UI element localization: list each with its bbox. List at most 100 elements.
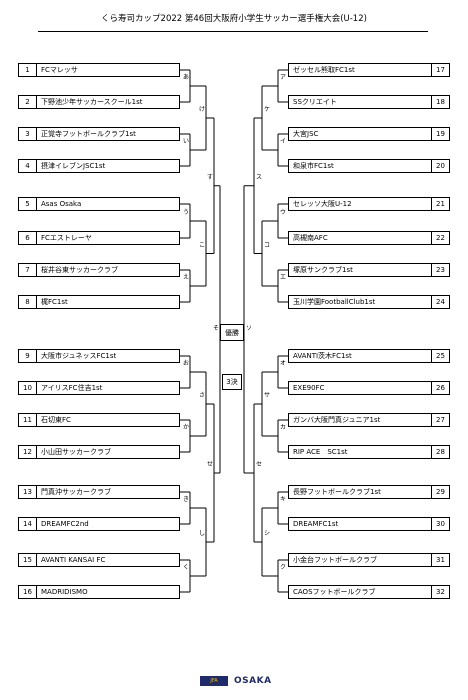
match-label: サ bbox=[264, 392, 271, 399]
team-number: 12 bbox=[19, 446, 37, 458]
osaka-logo: OSAKA bbox=[234, 676, 272, 686]
team-number: 26 bbox=[431, 382, 449, 394]
match-label: ソ bbox=[246, 325, 253, 333]
team-number: 22 bbox=[431, 232, 449, 244]
team-row: 13 門真沖サッカークラブ bbox=[18, 485, 180, 499]
team-name: RIP ACE SC1st bbox=[293, 448, 348, 456]
team-name: 和泉市FC1st bbox=[293, 162, 334, 170]
team-number: 21 bbox=[431, 198, 449, 210]
team-number: 19 bbox=[431, 128, 449, 140]
team-number: 2 bbox=[19, 96, 37, 108]
third-place-label: 3決 bbox=[226, 378, 238, 386]
team-row: 20 和泉市FC1st bbox=[288, 159, 450, 173]
team-name: セレッソ大阪U-12 bbox=[293, 200, 352, 208]
team-row: 3 正覚寺フットボールクラブ1st bbox=[18, 127, 180, 141]
team-name: 門真沖サッカークラブ bbox=[41, 488, 111, 496]
team-name: 長野フットボールクラブ1st bbox=[293, 488, 381, 496]
match-label: ス bbox=[256, 173, 263, 181]
match-label: え bbox=[183, 274, 190, 281]
team-row: 8 梶FC1st bbox=[18, 295, 180, 309]
match-label: オ bbox=[280, 360, 287, 367]
team-number: 8 bbox=[19, 296, 37, 308]
match-label: そ bbox=[213, 325, 220, 333]
team-name: 正覚寺フットボールクラブ1st bbox=[41, 130, 136, 138]
match-label: け bbox=[199, 106, 206, 113]
team-number: 3 bbox=[19, 128, 37, 140]
team-number: 31 bbox=[431, 554, 449, 566]
match-label: ケ bbox=[264, 106, 271, 113]
team-number: 15 bbox=[19, 554, 37, 566]
team-name: 摂津イレブンJSC1st bbox=[41, 162, 106, 170]
team-name: 梶FC1st bbox=[41, 298, 68, 306]
match-label: カ bbox=[280, 424, 287, 431]
title-divider bbox=[38, 31, 428, 32]
team-name: アイリスFC住吉1st bbox=[41, 384, 103, 392]
match-label: お bbox=[183, 360, 190, 367]
match-label: か bbox=[183, 424, 190, 431]
team-name: 大阪市ジュネッスFC1st bbox=[41, 352, 117, 360]
team-name: 下野池少年サッカースクール1st bbox=[41, 98, 143, 106]
team-name: AVANTI茨木FC1st bbox=[293, 352, 352, 360]
match-label: コ bbox=[264, 241, 271, 249]
team-number: 27 bbox=[431, 414, 449, 426]
team-name: ガンバ大阪門真ジュニア1st bbox=[293, 416, 381, 424]
team-number: 29 bbox=[431, 486, 449, 498]
match-label: キ bbox=[280, 496, 287, 503]
team-name: DREAMFC2nd bbox=[41, 520, 89, 528]
team-number: 23 bbox=[431, 264, 449, 276]
match-label: し bbox=[199, 530, 206, 537]
match-label: イ bbox=[280, 138, 287, 145]
team-row: 12 小山田サッカークラブ bbox=[18, 445, 180, 459]
match-label: す bbox=[207, 173, 214, 181]
team-number: 7 bbox=[19, 264, 37, 276]
team-name: 高槻南AFC bbox=[293, 234, 328, 242]
jfa-logo-text: JFA bbox=[210, 678, 218, 684]
match-label: い bbox=[183, 138, 190, 145]
match-label: さ bbox=[199, 392, 206, 399]
team-name: 桜井谷東サッカークラブ bbox=[41, 266, 118, 274]
team-row: 25 AVANTI茨木FC1st bbox=[288, 349, 450, 363]
team-row: 9 大阪市ジュネッスFC1st bbox=[18, 349, 180, 363]
team-row: 22 高槻南AFC bbox=[288, 231, 450, 245]
team-number: 16 bbox=[19, 586, 37, 598]
team-number: 17 bbox=[431, 64, 449, 76]
match-label: く bbox=[183, 564, 190, 571]
final-label: 優勝 bbox=[225, 328, 239, 337]
team-number: 20 bbox=[431, 160, 449, 172]
team-number: 25 bbox=[431, 350, 449, 362]
team-name: MADRIDISMO bbox=[41, 588, 88, 596]
team-row: 24 玉川学園FootballClub1st bbox=[288, 295, 450, 309]
team-row: 21 セレッソ大阪U-12 bbox=[288, 197, 450, 211]
team-name: CAOSフットボールクラブ bbox=[293, 588, 376, 596]
match-label: エ bbox=[280, 274, 287, 281]
match-label: う bbox=[183, 209, 190, 216]
team-name: 玉川学園FootballClub1st bbox=[293, 298, 376, 306]
team-name: EXE90FC bbox=[293, 384, 325, 392]
team-number: 5 bbox=[19, 198, 37, 210]
team-number: 14 bbox=[19, 518, 37, 530]
team-row: 31 小金台フットボールクラブ bbox=[288, 553, 450, 567]
team-row: 2 下野池少年サッカースクール1st bbox=[18, 95, 180, 109]
team-number: 24 bbox=[431, 296, 449, 308]
team-row: 29 長野フットボールクラブ1st bbox=[288, 485, 450, 499]
team-number: 6 bbox=[19, 232, 37, 244]
match-label: シ bbox=[264, 530, 271, 537]
team-name: FCマレッサ bbox=[41, 66, 78, 74]
team-number: 9 bbox=[19, 350, 37, 362]
team-name: 小金台フットボールクラブ bbox=[293, 556, 377, 564]
team-number: 13 bbox=[19, 486, 37, 498]
team-number: 32 bbox=[431, 586, 449, 598]
match-label: ウ bbox=[280, 209, 287, 216]
team-number: 28 bbox=[431, 446, 449, 458]
team-name: 小山田サッカークラブ bbox=[41, 448, 111, 456]
match-label: ア bbox=[280, 74, 287, 81]
